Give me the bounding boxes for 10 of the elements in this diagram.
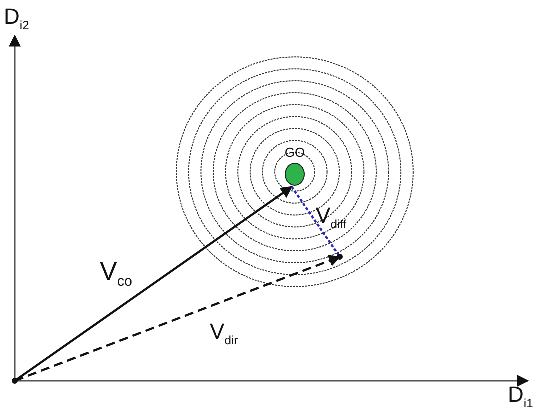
vector-endpoint [337,254,343,260]
axis-label: D$_{i1}$ [508,384,534,410]
edge-label: V$_{diff}$ [316,205,347,230]
edge-label: V$_{dir}$ [210,321,238,346]
node-label: GO [284,146,306,159]
difference-line [291,186,341,258]
vector-arrow [14,186,293,382]
origin-point [12,378,18,384]
axis-label: D$_{i2}$ [4,6,30,32]
edge-label: V$_{co}$ [100,258,132,290]
